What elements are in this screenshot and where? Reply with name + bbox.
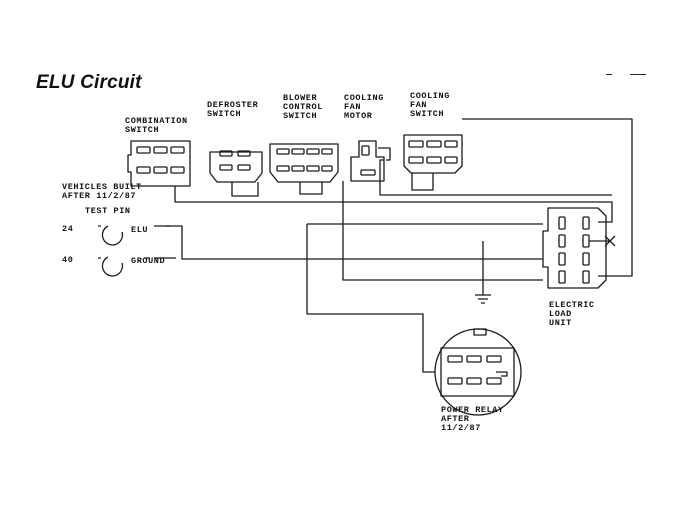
cooling-fan-motor-label: COOLING FAN MOTOR xyxy=(344,93,384,121)
cooling-fan-motor-connector xyxy=(350,140,385,182)
power-relay xyxy=(434,328,522,416)
combination-switch-label: COMBINATION SWITCH xyxy=(125,116,188,135)
defroster-switch-connector xyxy=(209,150,263,183)
test-pin-24-number: 24 xyxy=(62,224,74,234)
diagram-title: ELU Circuit xyxy=(36,72,142,93)
electric-load-unit-connector xyxy=(542,207,607,289)
corner-dash-mark xyxy=(630,74,646,75)
blower-control-switch-label: BLOWER CONTROL SWITCH xyxy=(283,93,323,121)
test-pin-terminals xyxy=(98,225,124,277)
power-relay-label: POWER RELAY AFTER 11/2/87 xyxy=(441,405,504,433)
wiring xyxy=(154,118,633,373)
test-pin-heading: TEST PIN xyxy=(85,206,131,216)
ground-symbol xyxy=(475,294,491,304)
test-pin-40-number: 40 xyxy=(62,255,74,265)
tick-marks xyxy=(144,225,170,259)
blower-control-switch-connector xyxy=(269,143,339,183)
corner-dash-mark xyxy=(606,74,612,75)
test-pin-24-label: ELU xyxy=(131,225,149,235)
electric-load-unit-label: ELECTRIC LOAD UNIT xyxy=(549,300,595,328)
cooling-fan-switch-label: COOLING FAN SWITCH xyxy=(410,91,450,119)
test-pin-40-label: GROUND xyxy=(131,256,166,266)
cooling-fan-switch-connector xyxy=(403,134,463,174)
defroster-switch-label: DEFROSTER SWITCH xyxy=(207,100,259,119)
vehicles-built-note: VEHICLES BUILT AFTER 11/2/87 xyxy=(62,182,142,201)
combination-switch-connector xyxy=(127,140,191,187)
